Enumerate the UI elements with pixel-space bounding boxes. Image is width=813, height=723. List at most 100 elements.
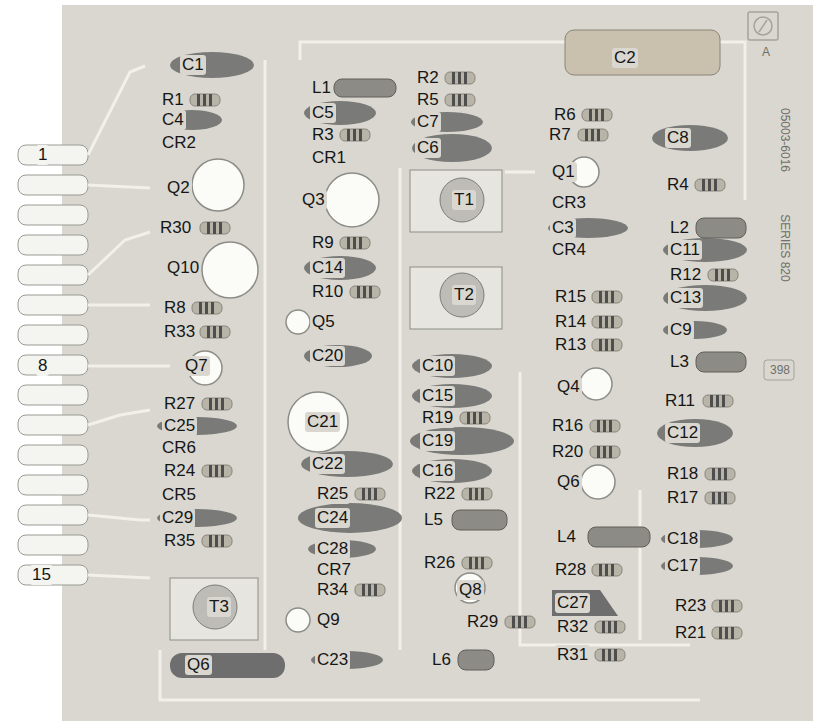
part-designator: R18: [665, 464, 700, 484]
part-designator: R3: [310, 125, 336, 145]
part-designator: C25: [162, 416, 197, 436]
part-designator: R10: [310, 282, 345, 302]
part-designator: R28: [553, 560, 588, 580]
part-designator: T2: [452, 285, 476, 305]
part-designator: C15: [420, 386, 455, 406]
board-marking: 398: [768, 363, 792, 377]
part-designator: C8: [665, 128, 691, 148]
part-designator: C14: [310, 258, 345, 278]
part-designator: R12: [668, 265, 703, 285]
part-designator: Q10: [165, 258, 201, 278]
board-marking: 05003-6016: [778, 106, 792, 174]
part-designator: Q7: [183, 356, 210, 376]
part-designator: R31: [555, 645, 590, 665]
part-designator: C6: [415, 138, 441, 158]
part-designator: Q1: [550, 162, 577, 182]
resistor-body: [190, 72, 742, 661]
part-designator: C28: [315, 539, 350, 559]
part-designator: R25: [315, 484, 350, 504]
part-designator: R5: [415, 90, 441, 110]
part-designator: C20: [310, 346, 345, 366]
part-designator: R34: [315, 580, 350, 600]
part-designator: R21: [673, 623, 708, 643]
part-designator: L1: [310, 78, 333, 98]
part-designator: R1: [160, 90, 186, 110]
maker-logo: [748, 12, 778, 40]
part-designator: CR7: [315, 560, 353, 580]
part-designator: T3: [207, 597, 231, 617]
part-designator: R7: [547, 125, 573, 145]
part-designator: Q2: [165, 178, 192, 198]
part-designator: R33: [162, 322, 197, 342]
part-designator: C27: [555, 593, 590, 613]
part-designator: C2: [612, 48, 638, 68]
part-designator: C18: [665, 529, 700, 549]
part-designator: R35: [162, 531, 197, 551]
part-designator: Q8: [457, 580, 484, 600]
part-designator: R13: [553, 335, 588, 355]
part-designator: C1: [180, 55, 206, 75]
copper-traces: [88, 42, 745, 700]
inductor-body: [334, 79, 746, 670]
part-designator: C3: [550, 218, 576, 238]
part-designator: C23: [315, 650, 350, 670]
part-designator: R23: [673, 596, 708, 616]
part-designator: C9: [668, 320, 694, 340]
part-designator: L3: [668, 352, 691, 372]
part-designator: C16: [420, 461, 455, 481]
part-designator: R15: [553, 287, 588, 307]
pin-number: 8: [36, 356, 49, 376]
part-designator: L6: [430, 650, 453, 670]
pin-number: 1: [36, 145, 49, 165]
part-designator: R17: [665, 488, 700, 508]
part-designator: C17: [665, 556, 700, 576]
part-designator: CR2: [160, 133, 198, 153]
part-designator: Q5: [310, 312, 337, 332]
part-designator: Q9: [315, 610, 342, 630]
part-designator: Q6: [555, 472, 582, 492]
part-designator: R4: [665, 175, 691, 195]
part-designator: R30: [158, 218, 193, 238]
pin-number: 15: [30, 565, 53, 585]
transistor-can: [188, 157, 615, 632]
electrolytic-capacitor: [565, 30, 720, 75]
part-designator: R2: [415, 68, 441, 88]
board-marking: SERIES 820: [778, 212, 792, 283]
part-designator: L2: [668, 218, 691, 238]
part-designator: T1: [452, 190, 476, 210]
part-designator: CR6: [160, 438, 198, 458]
part-designator: R27: [162, 394, 197, 414]
part-designator: C7: [415, 112, 441, 132]
part-designator: C5: [310, 103, 336, 123]
part-designator: R9: [310, 233, 336, 253]
edge-connector: [18, 145, 88, 585]
part-designator: C24: [315, 508, 350, 528]
part-designator: R8: [162, 298, 188, 318]
part-designator: C22: [310, 454, 345, 474]
part-designator: R11: [663, 391, 697, 411]
part-designator: R29: [465, 612, 500, 632]
part-designator: CR3: [550, 193, 588, 213]
part-designator: CR1: [310, 148, 348, 168]
part-designator: C19: [420, 431, 455, 451]
board: [62, 5, 813, 721]
part-designator: L4: [555, 527, 578, 547]
part-designator: C12: [665, 423, 700, 443]
part-designator: Q3: [300, 190, 327, 210]
part-designator: C10: [420, 356, 455, 376]
part-designator: Q4: [555, 377, 582, 397]
part-designator: CR4: [550, 240, 588, 260]
part-designator: R24: [162, 461, 197, 481]
part-designator: C4: [160, 110, 186, 130]
board-marking: A: [760, 45, 772, 59]
transistor-body: [170, 653, 285, 678]
part-designator: C21: [305, 412, 340, 432]
part-designator: R19: [420, 408, 455, 428]
part-designator: L5: [422, 510, 445, 530]
part-designator: C29: [160, 508, 195, 528]
capacitor-body: [157, 52, 747, 669]
part-designator: R16: [550, 416, 585, 436]
part-designator: R22: [422, 484, 457, 504]
capacitor-body: [552, 590, 618, 616]
